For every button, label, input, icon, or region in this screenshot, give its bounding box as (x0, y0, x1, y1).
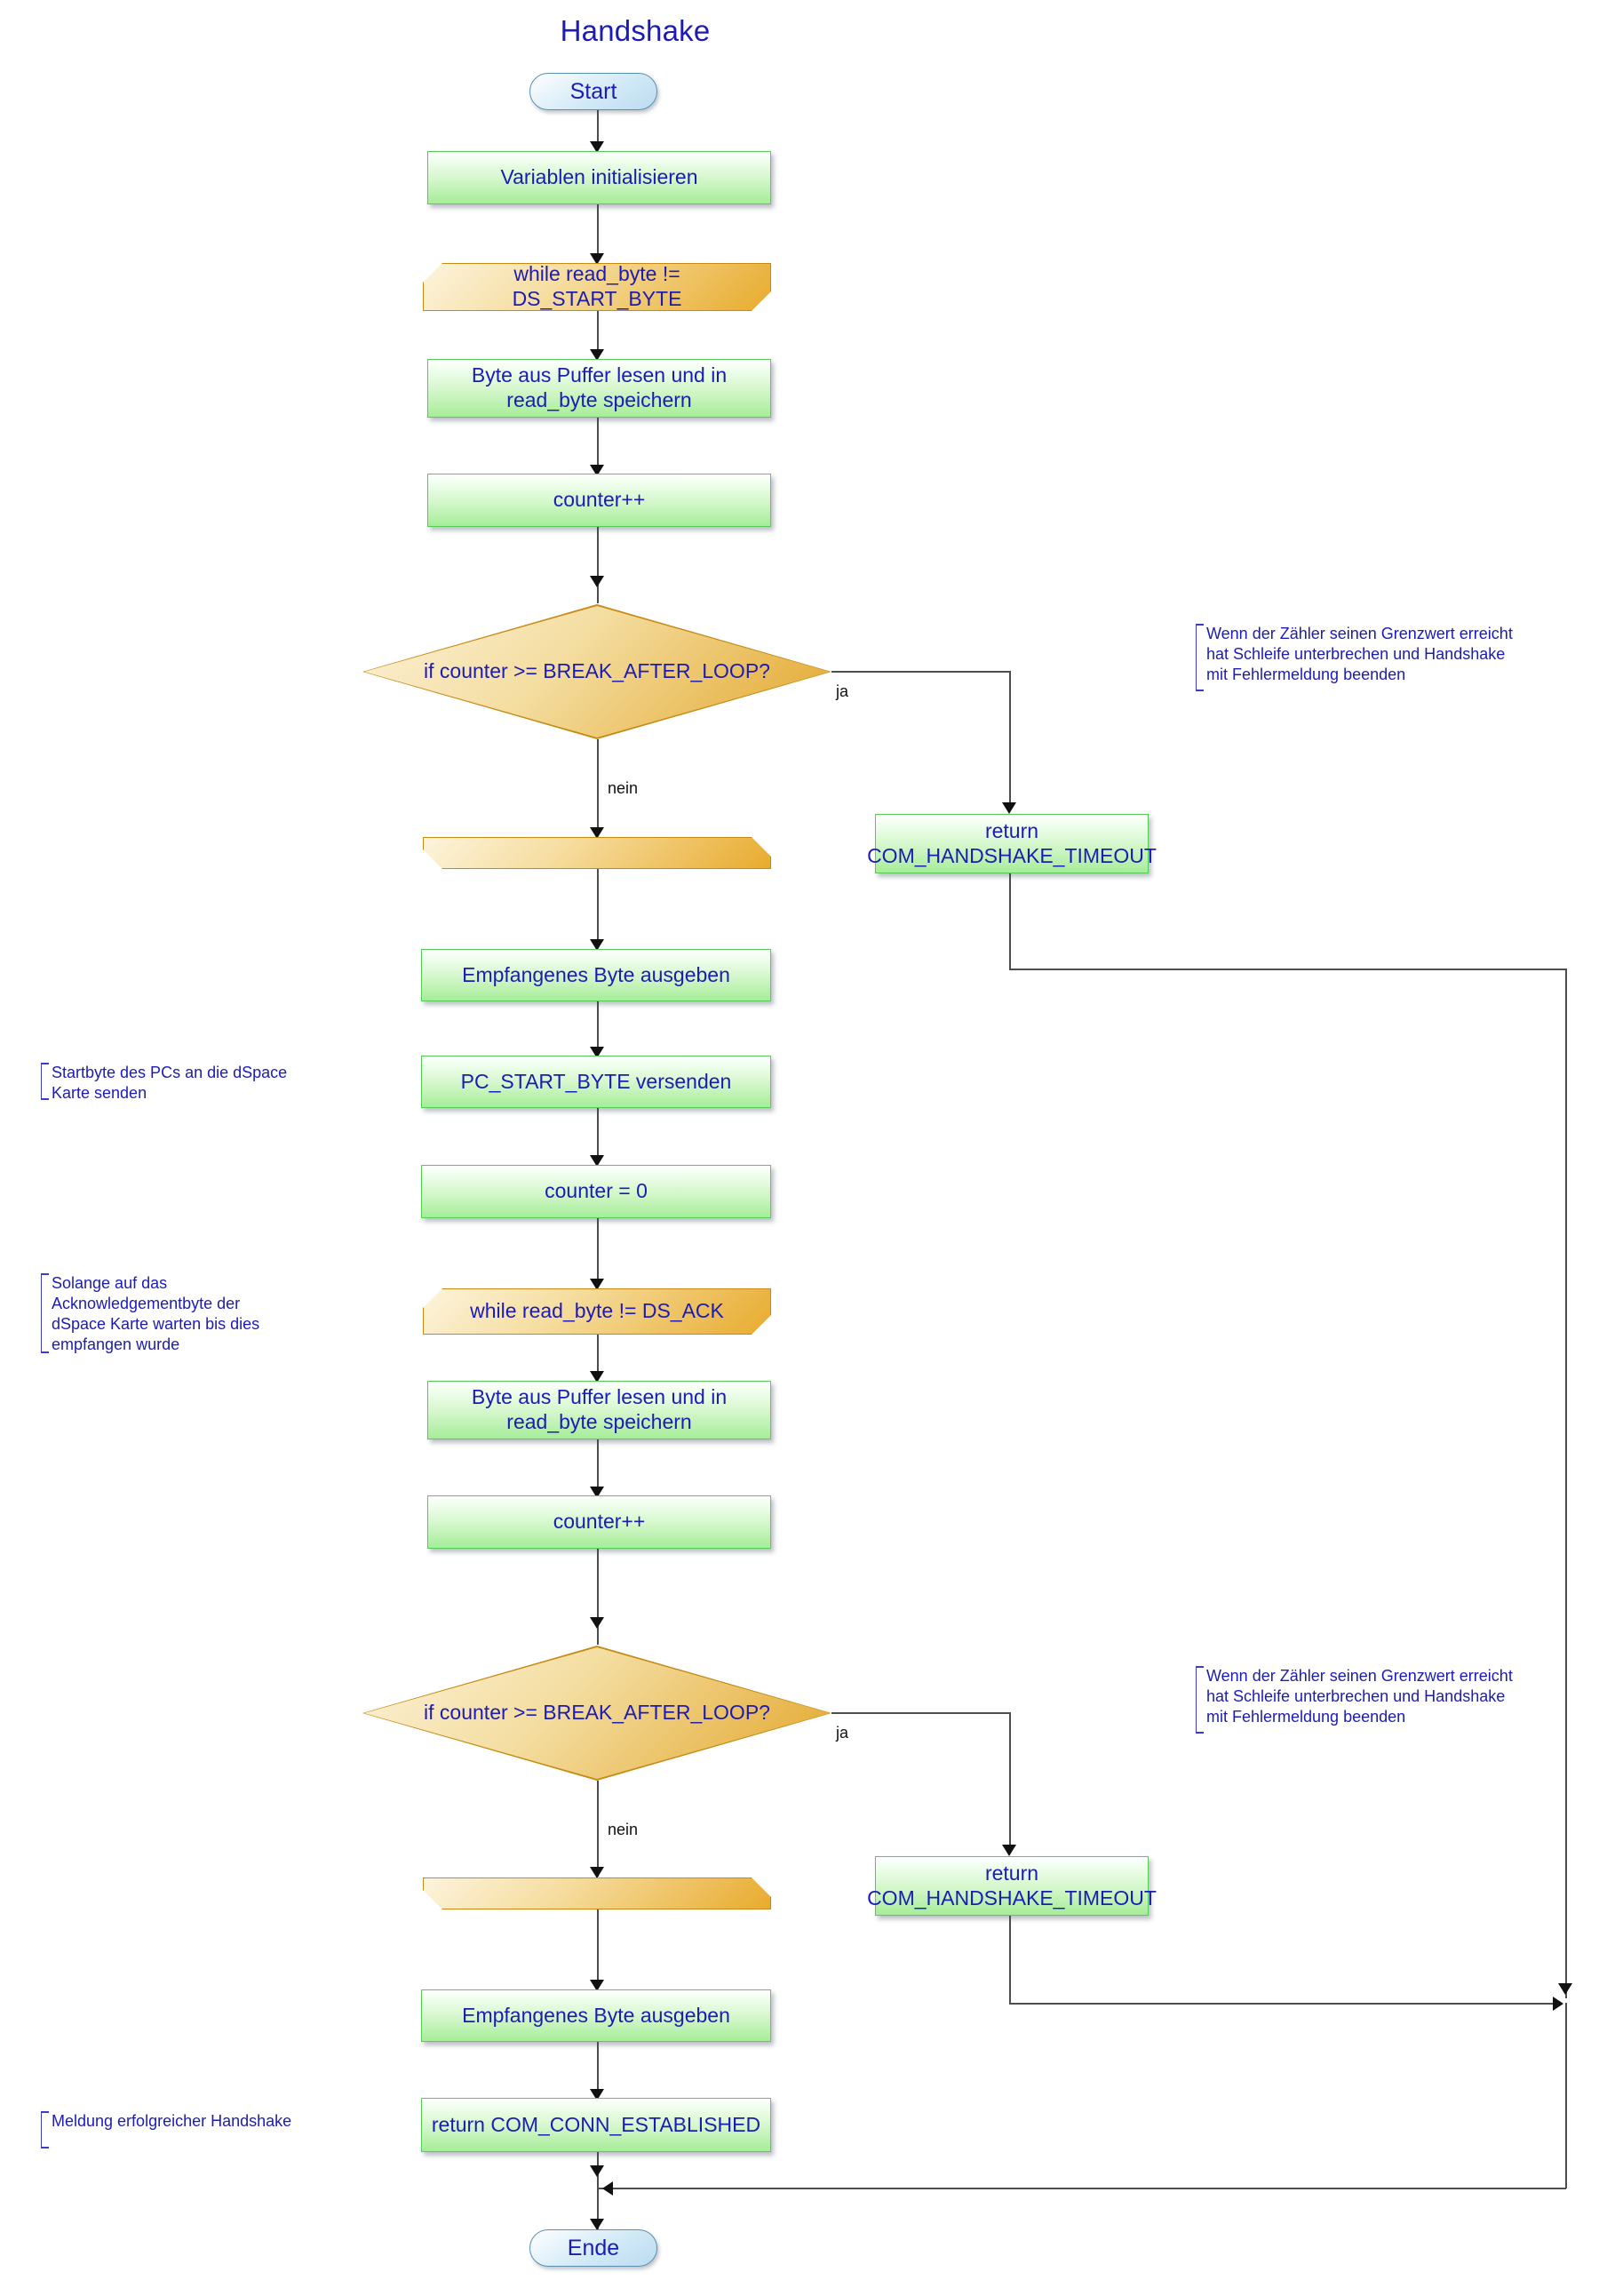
diagram-title: Handshake (560, 14, 711, 47)
node-print-byte-2-label: Empfangenes Byte ausgeben (462, 2003, 730, 2027)
edge-rail-to-end (598, 2188, 1566, 2189)
edge-decision2-no (597, 1781, 599, 1877)
edge-decision1-no (597, 739, 599, 835)
edge-loop1end-to-print1 (597, 869, 599, 947)
node-return-established-label: return COM_CONN_ESTABLISHED (431, 2112, 761, 2136)
edge-decision1-yes (831, 671, 1011, 673)
edge-return-to-end (597, 2152, 599, 2230)
arrowhead-down (590, 1867, 604, 1878)
edge-return2-right (1009, 2003, 1555, 2005)
arrowhead-down (590, 1371, 604, 1383)
edge-return1-right (1009, 969, 1566, 970)
arrowhead-down (590, 939, 604, 951)
node-start-label: Start (569, 79, 617, 104)
node-send-start-byte[interactable]: PC_START_BYTE versenden (421, 1056, 771, 1108)
node-loop2-start-label: while read_byte != DS_ACK (470, 1299, 724, 1323)
node-counter-reset[interactable]: counter = 0 (421, 1165, 771, 1218)
arrowhead-down (1558, 1983, 1572, 1995)
arrowhead-down (590, 1617, 604, 1629)
edge-loop1-to-read1 (597, 311, 599, 357)
edge-print2-to-return (597, 2042, 599, 2097)
note-send-start-byte: Startbyte des PCs an die dSpace Karte se… (41, 1063, 298, 1102)
arrowhead-down (590, 576, 604, 587)
edge-counter2-to-decision2 (597, 1549, 599, 1645)
node-loop2-start[interactable]: while read_byte != DS_ACK (423, 1288, 771, 1335)
arrowhead-down (590, 1279, 604, 1290)
node-send-start-byte-label: PC_START_BYTE versenden (460, 1069, 732, 1093)
node-loop1-end[interactable] (423, 837, 771, 869)
arrowhead-down (590, 253, 604, 265)
arrowhead-right (1553, 1997, 1563, 2011)
node-counter-increment-1-label: counter++ (553, 488, 646, 512)
arrowhead-down (1002, 1845, 1016, 1856)
edge-decision2-yes (831, 1712, 1011, 1714)
edge-start-to-init (597, 110, 599, 149)
node-return-timeout-2-label: return COM_HANDSHAKE_TIMEOUT (867, 1861, 1157, 1909)
arrowhead-down (590, 1980, 604, 1991)
node-return-timeout-2[interactable]: return COM_HANDSHAKE_TIMEOUT (867, 1856, 1157, 1916)
node-loop2-end[interactable] (423, 1877, 771, 1909)
node-end[interactable]: Ende (529, 2229, 657, 2267)
edge-print1-to-send (597, 1001, 599, 1055)
edge-loop2end-to-print2 (597, 1909, 599, 1988)
node-init-variables-label: Variablen initialisieren (500, 165, 698, 189)
edge-read1-to-counter1 (597, 418, 599, 473)
node-decision-2-label: if counter >= BREAK_AFTER_LOOP? (424, 1701, 770, 1725)
arrowhead-down (590, 349, 604, 361)
node-counter-increment-2-label: counter++ (553, 1510, 646, 1534)
arrowhead-down (590, 1155, 604, 1167)
arrowhead-down (590, 2165, 604, 2177)
note-timeout-1: Wenn der Zähler seinen Grenzwert erreich… (1196, 624, 1515, 691)
arrowhead-down (590, 2089, 604, 2101)
edge-label-decision2-yes: ja (836, 1724, 849, 1742)
edge-label-decision2-no: nein (608, 1821, 639, 1838)
arrowhead-down (590, 1047, 604, 1058)
edge-right-rail-upper (1565, 969, 1567, 1998)
arrowhead-down (590, 1487, 604, 1498)
node-read-byte-1[interactable]: Byte aus Puffer lesen und in read_byte s… (427, 359, 771, 418)
note-success: Meldung erfolgreicher Handshake (41, 2111, 298, 2149)
edge-label-decision1-yes: ja (836, 682, 849, 700)
node-return-timeout-1-label: return COM_HANDSHAKE_TIMEOUT (867, 818, 1157, 867)
edge-reset-to-loop2 (597, 1218, 599, 1287)
node-counter-increment-2[interactable]: counter++ (427, 1495, 771, 1549)
edge-read2-to-counter2 (597, 1439, 599, 1495)
node-loop1-start[interactable]: while read_byte != DS_START_BYTE (423, 263, 771, 311)
node-counter-reset-label: counter = 0 (545, 1179, 648, 1203)
edge-counter1-to-decision1 (597, 527, 599, 603)
arrowhead-down (1002, 802, 1016, 814)
node-return-timeout-1[interactable]: return COM_HANDSHAKE_TIMEOUT (867, 814, 1157, 873)
arrowhead-down (590, 827, 604, 839)
arrowhead-left (602, 2181, 613, 2196)
node-return-established[interactable]: return COM_CONN_ESTABLISHED (421, 2098, 771, 2152)
edge-return1-down (1009, 873, 1011, 969)
node-counter-increment-1[interactable]: counter++ (427, 474, 771, 527)
arrowhead-down (590, 141, 604, 153)
edge-init-to-loop1 (597, 204, 599, 261)
arrowhead-down (590, 465, 604, 476)
node-read-byte-1-label: Byte aus Puffer lesen und in read_byte s… (471, 363, 728, 411)
edge-right-rail-lower (1565, 2003, 1567, 2188)
edge-decision2-yes-down (1009, 1712, 1011, 1853)
edge-return2-down (1009, 1916, 1011, 2004)
note-timeout-2: Wenn der Zähler seinen Grenzwert erreich… (1196, 1666, 1515, 1734)
node-print-byte-2[interactable]: Empfangenes Byte ausgeben (421, 1989, 771, 2042)
node-end-label: Ende (567, 2236, 620, 2260)
node-read-byte-2[interactable]: Byte aus Puffer lesen und in read_byte s… (427, 1381, 771, 1439)
node-decision-1-label: if counter >= BREAK_AFTER_LOOP? (424, 659, 770, 683)
node-decision-1[interactable]: if counter >= BREAK_AFTER_LOOP? (362, 604, 831, 739)
edge-send-to-reset (597, 1108, 599, 1163)
arrowhead-down (590, 2219, 604, 2230)
node-decision-2[interactable]: if counter >= BREAK_AFTER_LOOP? (362, 1646, 831, 1781)
node-print-byte-1[interactable]: Empfangenes Byte ausgeben (421, 949, 771, 1001)
edge-label-decision1-no: nein (608, 779, 639, 797)
node-print-byte-1-label: Empfangenes Byte ausgeben (462, 962, 730, 986)
edge-decision1-yes-down (1009, 671, 1011, 810)
node-init-variables[interactable]: Variablen initialisieren (427, 151, 771, 204)
node-loop1-start-label: while read_byte != DS_START_BYTE (512, 262, 682, 310)
edge-loop2-to-read2 (597, 1335, 599, 1379)
node-start[interactable]: Start (529, 73, 657, 110)
node-read-byte-2-label: Byte aus Puffer lesen und in read_byte s… (471, 1385, 728, 1433)
note-wait-ack: Solange auf das Acknowledgementbyte der … (41, 1273, 298, 1353)
